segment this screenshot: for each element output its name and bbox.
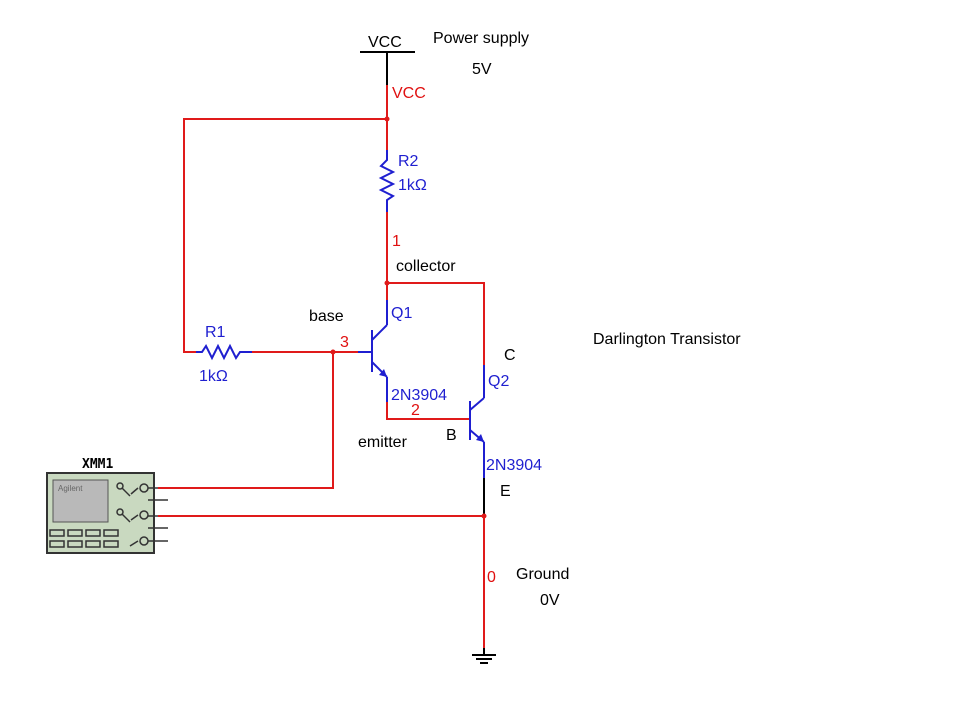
- resistor-icon: [196, 343, 252, 361]
- vcc-icon: [360, 51, 415, 85]
- vcc-net-label: VCC: [392, 85, 426, 102]
- q2-model: 2N3904: [486, 457, 542, 474]
- node-3-label: 3: [340, 334, 349, 351]
- node-1-label: 1: [392, 233, 401, 250]
- ground-label: Ground: [516, 566, 569, 583]
- q2-collector-wire: [387, 282, 485, 365]
- power-supply-label: Power supply: [433, 30, 529, 47]
- node-0-label: 0: [487, 569, 496, 586]
- emitter-wire: [386, 402, 470, 420]
- collector-label: collector: [396, 258, 456, 275]
- multimeter-icon[interactable]: Agilent: [46, 472, 168, 554]
- emitter-label: emitter: [358, 434, 408, 451]
- power-supply-voltage: 5V: [472, 61, 492, 78]
- meter-brand: Agilent: [58, 484, 83, 493]
- emitter-e-label: E: [500, 483, 511, 500]
- meter-probe-wire: [158, 352, 334, 489]
- r2-value: 1kΩ: [398, 177, 427, 194]
- resistor-icon: [378, 150, 396, 212]
- r1-value: 1kΩ: [199, 368, 228, 385]
- r2-ref: R2: [398, 153, 419, 170]
- base-b-label: B: [446, 427, 457, 444]
- meter-ref: XMM1: [82, 457, 113, 472]
- q1-model: 2N3904: [391, 387, 447, 404]
- ground-voltage: 0V: [540, 592, 560, 609]
- vcc-to-r1-wire: [183, 118, 387, 353]
- ground-icon: [472, 648, 496, 664]
- q2-ref: Q2: [488, 373, 509, 390]
- npn-transistor-icon: [358, 300, 388, 402]
- q1-ref: Q1: [391, 305, 412, 322]
- r1-ref: R1: [205, 324, 226, 341]
- vcc-symbol-label: VCC: [368, 34, 402, 51]
- node-2-label: 2: [411, 402, 420, 419]
- collector-c-label: C: [504, 347, 516, 364]
- base-label: base: [309, 308, 344, 325]
- diagram-title: Darlington Transistor: [593, 331, 741, 348]
- npn-transistor-icon: [469, 365, 485, 478]
